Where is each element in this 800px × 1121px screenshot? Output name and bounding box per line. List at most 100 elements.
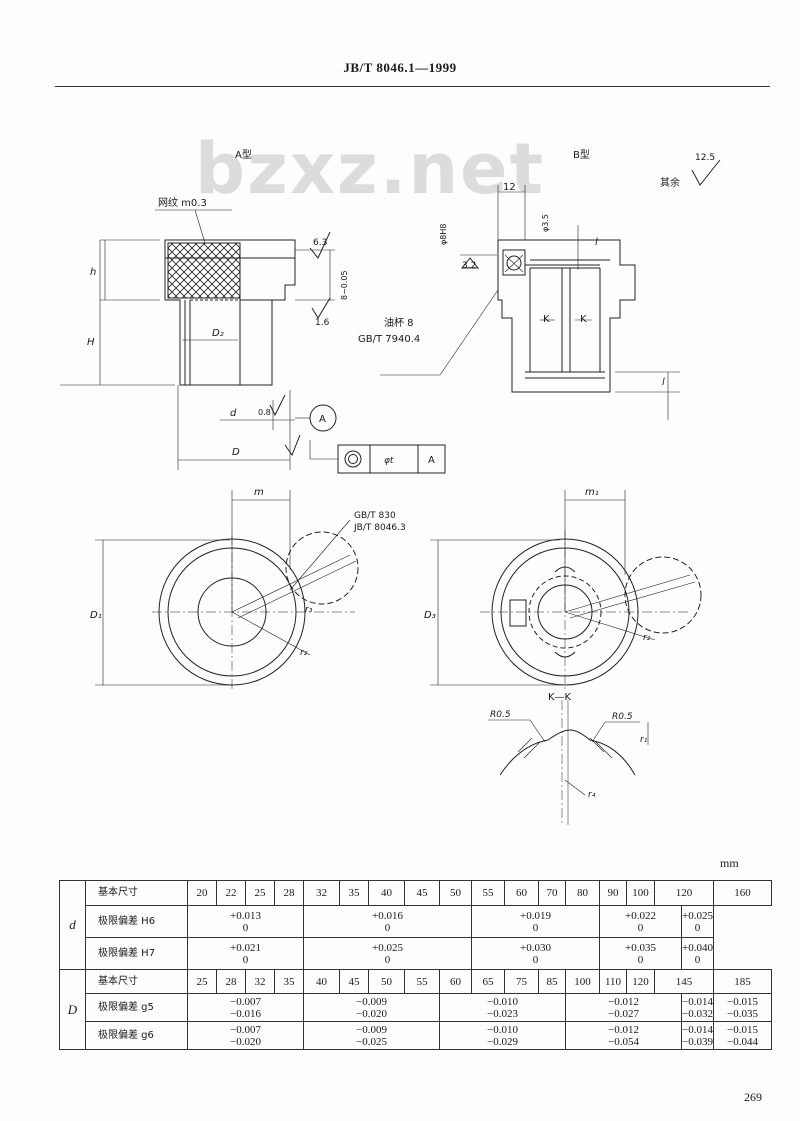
dim-phi3-5: φ3.5 <box>541 214 550 232</box>
table-cell: −0.015 −0.044 <box>713 1021 772 1050</box>
knurl-label: 网纹 m0.3 <box>158 196 207 209</box>
table-cell: 40 <box>303 969 340 994</box>
table-cell: 100 <box>626 880 655 906</box>
dim-h: h <box>90 267 96 278</box>
row-label: 极限偏差 g6 <box>85 1021 188 1050</box>
table-cell: −0.014 −0.032 <box>681 993 714 1022</box>
row-label: 基本尺寸 <box>85 969 188 994</box>
table-row-g5: 极限偏差 g5 −0.007 −0.016 −0.009 −0.020 −0.0… <box>60 993 772 1022</box>
table-cell: 32 <box>245 969 275 994</box>
table-cell: 80 <box>565 880 600 906</box>
type-b-section-view <box>380 159 721 420</box>
symbol-D: D <box>59 969 86 1050</box>
table-cell: 20 <box>187 880 217 906</box>
dim-r4: r₄ <box>588 790 596 800</box>
dim-r2: r₂ <box>300 648 308 658</box>
row-label: 极限偏差 H7 <box>85 937 188 970</box>
table-cell: 160 <box>713 880 772 906</box>
oil-cup-label: 油杯 8 <box>384 316 414 329</box>
r05-left: R0.5 <box>490 710 511 720</box>
dim-r1: r₁ <box>640 735 648 745</box>
dimension-table: d 基本尺寸 20 22 25 28 32 35 40 45 50 55 60 … <box>59 880 772 1050</box>
dim-D: D <box>232 447 240 458</box>
dim-r3: r₃ <box>305 605 313 615</box>
table-cell: 25 <box>187 969 217 994</box>
table-cell: 28 <box>216 969 246 994</box>
dim-8: 8−0.05 <box>340 270 349 300</box>
unit-label: mm <box>720 856 739 870</box>
table-cell: +0.035 0 <box>599 937 682 970</box>
dim-D2: D₂ <box>212 328 224 339</box>
type-a-label: A型 <box>235 148 252 161</box>
table-cell: 40 <box>368 880 405 906</box>
tolerance-datum: A <box>428 455 435 466</box>
table-cell: 55 <box>404 969 440 994</box>
type-b-plan-view <box>430 490 702 690</box>
table-cell: −0.012 −0.027 <box>565 993 682 1022</box>
table-cell: −0.007 −0.016 <box>187 993 304 1022</box>
table-cell: 110 <box>599 969 627 994</box>
section-kk-label: K—K <box>548 692 572 703</box>
dim-l-top: l <box>595 237 598 248</box>
symbol-d: d <box>59 880 86 970</box>
dim-l-bottom: l <box>662 377 665 388</box>
type-a-plan-view <box>95 490 359 690</box>
table-row-h6: 极限偏差 H6 +0.013 0 +0.016 0 +0.019 0 +0.02… <box>60 905 772 938</box>
table-cell: −0.007 −0.020 <box>187 1021 304 1050</box>
table-cell: −0.010 −0.023 <box>439 993 566 1022</box>
dim-H: H <box>87 337 95 348</box>
oil-cup-standard: GB/T 7940.4 <box>358 334 420 345</box>
table-cell: +0.016 0 <box>303 905 472 938</box>
table-cell: 35 <box>339 880 369 906</box>
roughness-1-6: 1.6 <box>315 318 330 328</box>
table-cell: 22 <box>216 880 246 906</box>
table-cell: 90 <box>599 880 627 906</box>
table-cell: +0.013 0 <box>187 905 304 938</box>
row-label: 极限偏差 g5 <box>85 993 188 1022</box>
table-cell: 75 <box>504 969 539 994</box>
jb-t-8046-3-label: JB/T 8046.3 <box>353 523 406 533</box>
table-cell: −0.010 −0.029 <box>439 1021 566 1050</box>
detail-view <box>488 700 649 825</box>
rest-label: 其余 <box>660 176 680 189</box>
standard-header: JB/T 8046.1—1999 <box>343 60 457 75</box>
tolerance-value: φt <box>384 456 394 466</box>
watermark: bzxz.net <box>195 128 546 210</box>
table-cell: −0.009 −0.025 <box>303 1021 440 1050</box>
row-label: 极限偏差 H6 <box>85 905 188 938</box>
table-cell: 32 <box>303 880 340 906</box>
table-row-basic-d: d 基本尺寸 20 22 25 28 32 35 40 45 50 55 60 … <box>59 880 772 970</box>
dim-phi8h8: φ8H8 <box>439 224 448 245</box>
table-cell: −0.015 −0.035 <box>713 993 772 1022</box>
table-cell: 35 <box>274 969 304 994</box>
table-cell: −0.014 −0.039 <box>681 1021 714 1050</box>
table-cell: −0.009 −0.020 <box>303 993 440 1022</box>
roughness-3-2: 3.2 <box>462 261 476 271</box>
table-cell: 45 <box>339 969 369 994</box>
table-cell: +0.025 0 <box>303 937 472 970</box>
dim-d: d <box>230 408 237 419</box>
table-cell: +0.040 0 <box>681 937 714 970</box>
table-row-g6: 极限偏差 g6 −0.007 −0.020 −0.009 −0.025 −0.0… <box>60 1021 772 1050</box>
table-cell: +0.019 0 <box>471 905 600 938</box>
header-rule <box>55 86 770 87</box>
table-cell: 100 <box>565 969 600 994</box>
table-cell: 45 <box>404 880 440 906</box>
row-label: 基本尺寸 <box>85 880 188 906</box>
section-mark-k-right: K <box>580 314 587 325</box>
roughness-6-3: 6.3 <box>313 238 327 248</box>
table-cell: 185 <box>713 969 772 994</box>
table-cell: +0.030 0 <box>471 937 600 970</box>
table-cell: 50 <box>368 969 405 994</box>
table-cell: 145 <box>654 969 714 994</box>
datum-a-label: A <box>319 414 326 425</box>
table-cell: 60 <box>504 880 539 906</box>
table-cell: 28 <box>274 880 304 906</box>
dim-12: 12 <box>503 182 516 193</box>
table-cell: 120 <box>626 969 655 994</box>
gb-t-830-label: GB/T 830 <box>354 511 396 521</box>
dim-r2-b: r₂ <box>643 633 651 643</box>
type-b-label: B型 <box>573 148 590 161</box>
table-row-basic-D: D 基本尺寸 25 28 32 35 40 45 50 55 60 65 75 … <box>59 969 772 1050</box>
table-row-h7: 极限偏差 H7 +0.021 0 +0.025 0 +0.030 0 +0.03… <box>60 937 772 970</box>
